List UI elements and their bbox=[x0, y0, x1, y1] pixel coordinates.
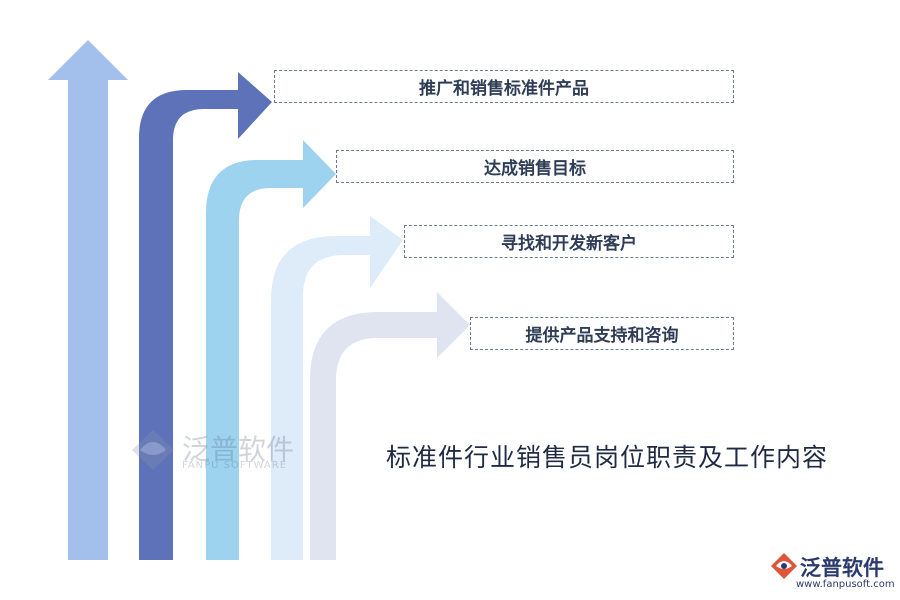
curved-arrow-3-icon bbox=[271, 216, 403, 560]
step-4-box: 提供产品支持和咨询 bbox=[470, 317, 734, 350]
step-2-label: 达成销售目标 bbox=[484, 159, 586, 179]
watermark-subtitle: FANPU SOFTWARE bbox=[182, 460, 288, 471]
brand-logo: 泛普软件 www.fanpusoft.com bbox=[770, 552, 895, 596]
page-title: 标准件行业销售员岗位职责及工作内容 bbox=[386, 443, 829, 472]
up-arrow-icon bbox=[48, 40, 128, 560]
curved-arrow-2-icon bbox=[206, 140, 336, 560]
watermark: 泛普软件 FANPU SOFTWARE bbox=[130, 428, 294, 476]
step-4-label: 提供产品支持和咨询 bbox=[525, 326, 679, 346]
curved-arrow-4-icon bbox=[310, 292, 470, 560]
brand-url: www.fanpusoft.com bbox=[796, 579, 895, 590]
step-2-box: 达成销售目标 bbox=[336, 150, 734, 183]
fanpu-logo-icon bbox=[771, 553, 797, 579]
curved-arrow-1-icon bbox=[139, 72, 272, 560]
step-3-label: 寻找和开发新客户 bbox=[501, 234, 637, 254]
watermark-name: 泛普软件 bbox=[182, 433, 295, 466]
step-1-box: 推广和销售标准件产品 bbox=[274, 70, 734, 103]
brand-name: 泛普软件 bbox=[800, 556, 884, 580]
fanpu-logo-icon bbox=[132, 430, 174, 470]
step-3-box: 寻找和开发新客户 bbox=[404, 225, 734, 258]
step-1-label: 推广和销售标准件产品 bbox=[419, 79, 589, 99]
